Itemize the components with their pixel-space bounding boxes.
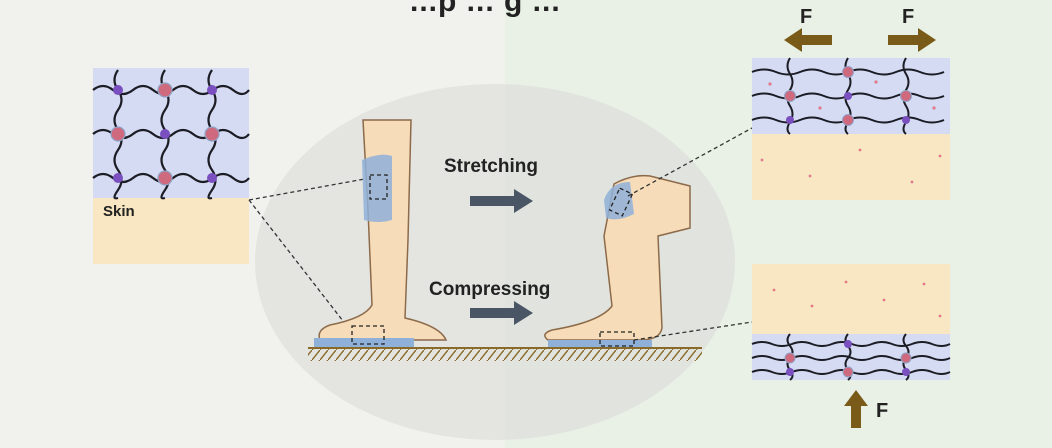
hydrogel-skin-inset: [92, 68, 250, 264]
force-arrow-up: [844, 390, 868, 428]
compressing-arrow: [470, 301, 533, 325]
stretched-skin-layer: [752, 134, 950, 200]
leg-patch-marker: [369, 174, 388, 200]
crosslinker-nodes: [113, 85, 217, 183]
force-label-bottom: F: [876, 400, 889, 422]
compressed-skin-layer: [752, 264, 950, 334]
insole-patch-marker: [351, 325, 385, 345]
compressed-hydrogel-inset: [751, 264, 951, 381]
stretching-label: Stretching: [444, 156, 538, 177]
title-fragment: ...p ... g ...: [410, 0, 561, 18]
skin-label: Skin: [103, 203, 135, 220]
insole-patch: [314, 338, 414, 348]
scene-backdrop: [255, 84, 735, 440]
knee-patch-marker: [608, 187, 634, 217]
stretching-arrow: [470, 189, 533, 213]
right-callout-lines: [627, 127, 753, 341]
force-arrow-left: [784, 28, 832, 52]
stretched-hydrogel-inset: [751, 57, 950, 200]
force-arrow-right: [888, 28, 936, 52]
dynamic-crosslinkers: [110, 82, 220, 186]
standing-leg: [314, 119, 448, 348]
title-strip: ...p ... g ...: [0, 0, 1052, 48]
leg-patch: [362, 154, 392, 222]
bent-insole-marker: [599, 331, 635, 347]
force-label-right: F: [902, 6, 915, 28]
ground: [308, 347, 702, 361]
skin-layer: [93, 198, 249, 264]
bent-leg: [544, 174, 691, 348]
compressing-label: Compressing: [429, 279, 551, 300]
force-label-left: F: [800, 6, 813, 28]
